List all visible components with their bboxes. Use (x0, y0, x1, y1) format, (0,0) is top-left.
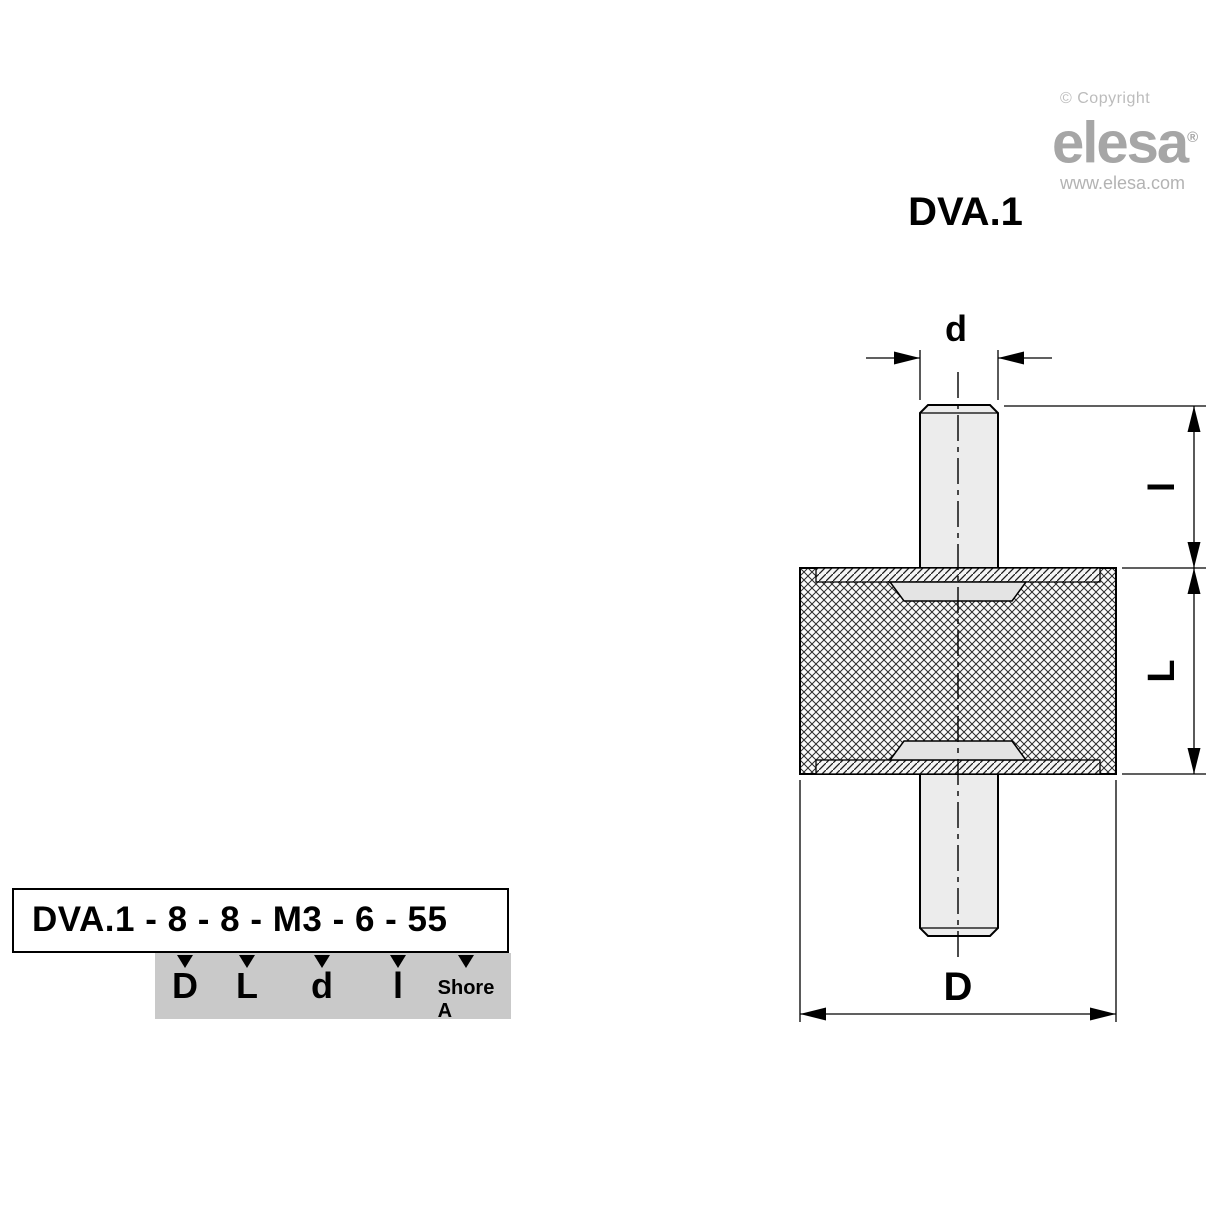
dimension-l (1004, 405, 1206, 569)
arrowhead (1187, 542, 1201, 568)
legend-label-l: l (392, 965, 404, 1006)
pointer-triangle-icon (314, 955, 330, 968)
pointer-triangle-icon (177, 955, 193, 968)
arrowhead (1187, 568, 1201, 594)
arrowhead (894, 351, 920, 365)
arrowhead (1187, 406, 1201, 432)
order-code-box: DVA.1 - 8 - 8 - M3 - 6 - 55 (12, 888, 509, 953)
legend-label-d: d (311, 965, 333, 1006)
legend-label-D: D (172, 965, 198, 1006)
pointer-triangle-icon (458, 955, 474, 968)
elesa-logo: elesa® (1052, 108, 1198, 173)
arrowhead (800, 1007, 826, 1021)
pointer-triangle-icon (390, 955, 406, 968)
dim-label-D: D (944, 965, 973, 1009)
dimension-D (799, 780, 1117, 1022)
dimension-d (866, 350, 1052, 400)
pointer-triangle-icon (239, 955, 255, 968)
legend-label-L: L (236, 965, 258, 1006)
arrowhead (998, 351, 1024, 365)
dim-label-L: L (1141, 659, 1183, 682)
legend-label-shore-a: Shore A (437, 977, 495, 1022)
dimensions (799, 350, 1206, 1022)
dim-label-d: d (945, 308, 967, 349)
website-url: www.elesa.com (1060, 173, 1186, 194)
copyright-text: © Copyright (1060, 90, 1151, 107)
logo-text: elesa (1052, 110, 1189, 176)
dimension-labels: d l L D (944, 308, 1183, 1009)
arrowhead (1090, 1007, 1116, 1021)
product-title: DVA.1 (908, 190, 1023, 234)
dimension-L (1122, 568, 1206, 775)
bottom-stud (919, 773, 999, 937)
brand-block: © Copyright elesa® www.elesa.com (1052, 90, 1198, 194)
dim-label-l: l (1141, 482, 1182, 492)
order-code-legend: D L d l Shore A (155, 953, 511, 1022)
registered-mark-icon: ® (1187, 129, 1199, 146)
arrowhead (1187, 748, 1201, 774)
order-code: DVA.1 - 8 - 8 - M3 - 6 - 55 (32, 900, 448, 939)
top-stud (919, 404, 999, 569)
